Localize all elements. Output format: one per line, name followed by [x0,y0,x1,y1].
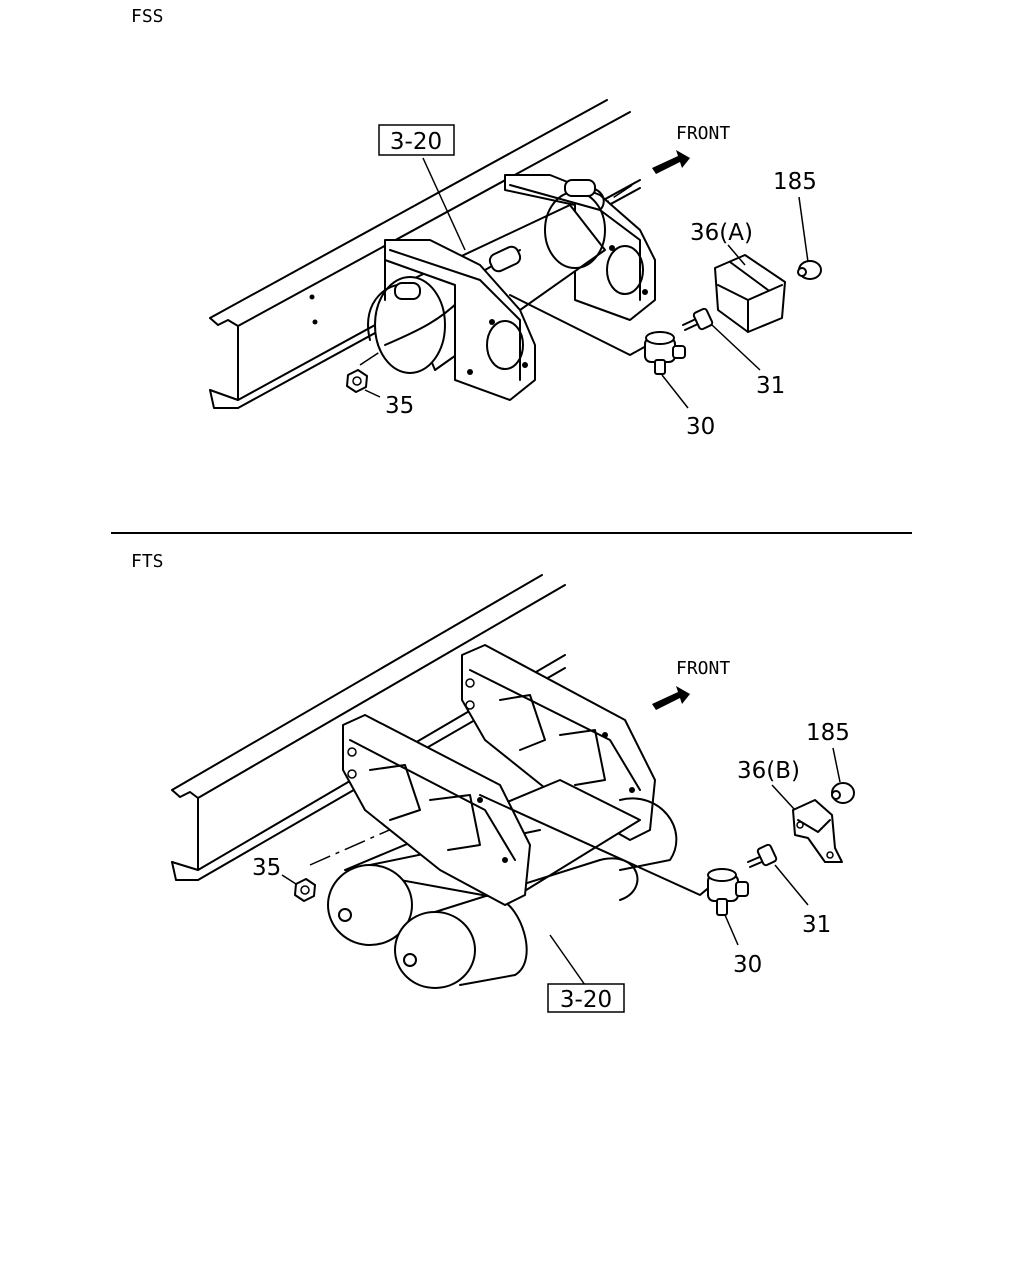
part-36b-label-fts: 36(B) [737,758,800,784]
part-30-label-fss: 30 [686,414,715,440]
drain-valve-30-fss [644,331,686,375]
bolt-31-fss [682,307,714,331]
ref-label-fts: 3-20 [560,987,612,1013]
bracket-rear-fts [461,644,656,841]
part-30-label-fts: 30 [733,952,762,978]
nut-35-fss [346,369,368,393]
part-185-label-fts: 185 [806,720,850,746]
clip-185-fss [797,260,822,280]
air-tank-fss [367,179,606,374]
bracket-36a-fss [714,254,786,333]
nut-35-fts [294,878,316,902]
part-35-label-fss: 35 [385,393,414,419]
part-36a-label-fss: 36(A) [690,220,753,246]
bracket-front-fts [342,714,531,906]
part-31-label-fts: 31 [802,912,831,938]
ref-box-fts [547,983,625,1013]
part-35-label-fts: 35 [252,855,281,881]
ref-label-fss: 3-20 [390,129,442,155]
variant-label-fts: FTS [131,551,164,572]
variant-label-fss: FSS [131,6,164,27]
bracket-front-fss [384,239,536,401]
part-185-label-fss: 185 [773,169,817,195]
drain-valve-30-fts [707,868,749,916]
ref-box-fss [378,124,455,156]
clip-185-fts [831,782,855,804]
front-arrow-icon-fts [652,686,690,710]
bracket-36b-fts [792,799,843,863]
bolt-31-fts [747,843,778,868]
front-label-fts: FRONT [676,658,730,679]
front-arrow-icon-fss [652,150,690,174]
part-31-label-fss: 31 [756,373,785,399]
fts-section: FTS [131,551,855,1013]
front-label-fss: FRONT [676,123,730,144]
fss-section: FSS [131,6,822,440]
